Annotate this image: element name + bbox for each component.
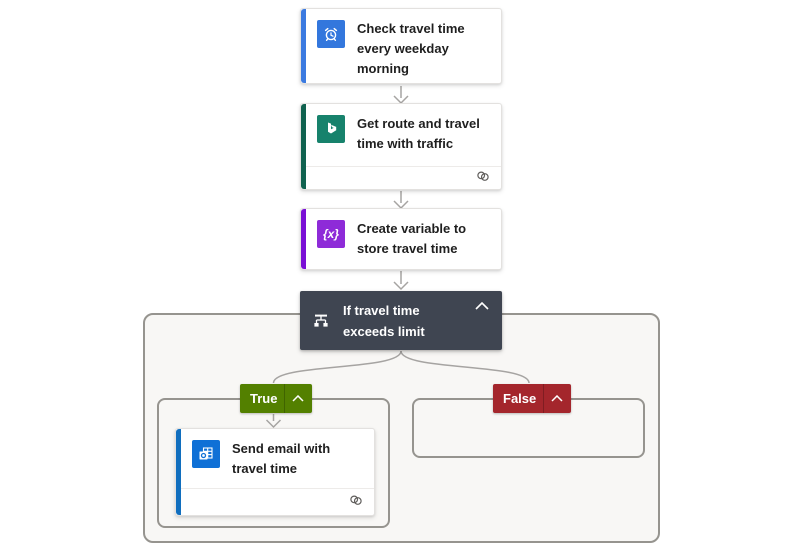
true-branch-label: True — [250, 391, 278, 406]
outlook-accent-bar — [176, 429, 181, 515]
arrow-variable-to-condition — [393, 271, 409, 291]
condition-card[interactable]: If travel time exceeds limit — [300, 291, 502, 350]
false-branch-label: False — [503, 391, 537, 406]
variable-accent-bar — [301, 209, 306, 269]
arrow-bing-to-variable — [393, 191, 409, 210]
bing-maps-action-card[interactable]: Get route and travel time with traffic — [300, 103, 502, 190]
connection-icon — [475, 168, 491, 189]
trigger-card[interactable]: Check travel time every weekday morning — [300, 8, 502, 84]
condition-collapse-chevron-up-icon[interactable] — [473, 300, 491, 312]
variables-icon: {x} — [317, 220, 345, 248]
trigger-title: Check travel time every weekday morning — [357, 21, 465, 76]
bing-card-footer — [301, 166, 501, 189]
false-branch-badge[interactable]: False — [493, 384, 572, 413]
send-email-title: Send email with travel time — [232, 441, 331, 476]
true-branch-badge[interactable]: True — [240, 384, 313, 413]
condition-title: If travel time exceeds limit — [343, 302, 425, 339]
recurrence-icon — [317, 20, 345, 48]
connection-icon — [348, 492, 364, 513]
variable-action-title: Create variable to store travel time — [357, 221, 467, 256]
bing-maps-icon — [317, 115, 345, 143]
arrow-trigger-to-bing — [393, 86, 409, 105]
email-card-footer — [176, 488, 374, 515]
variable-action-card[interactable]: {x} Create variable to store travel time — [300, 208, 502, 270]
send-email-action-card[interactable]: Send email with travel time — [175, 428, 375, 516]
bing-accent-bar — [301, 104, 306, 189]
trigger-accent-bar — [301, 9, 306, 83]
outlook-icon — [192, 440, 220, 468]
condition-icon — [312, 312, 330, 329]
bing-action-title: Get route and travel time with traffic — [357, 116, 480, 151]
false-branch-collapse-chevron-up-icon[interactable] — [543, 384, 571, 413]
true-branch-collapse-chevron-up-icon[interactable] — [284, 384, 312, 413]
